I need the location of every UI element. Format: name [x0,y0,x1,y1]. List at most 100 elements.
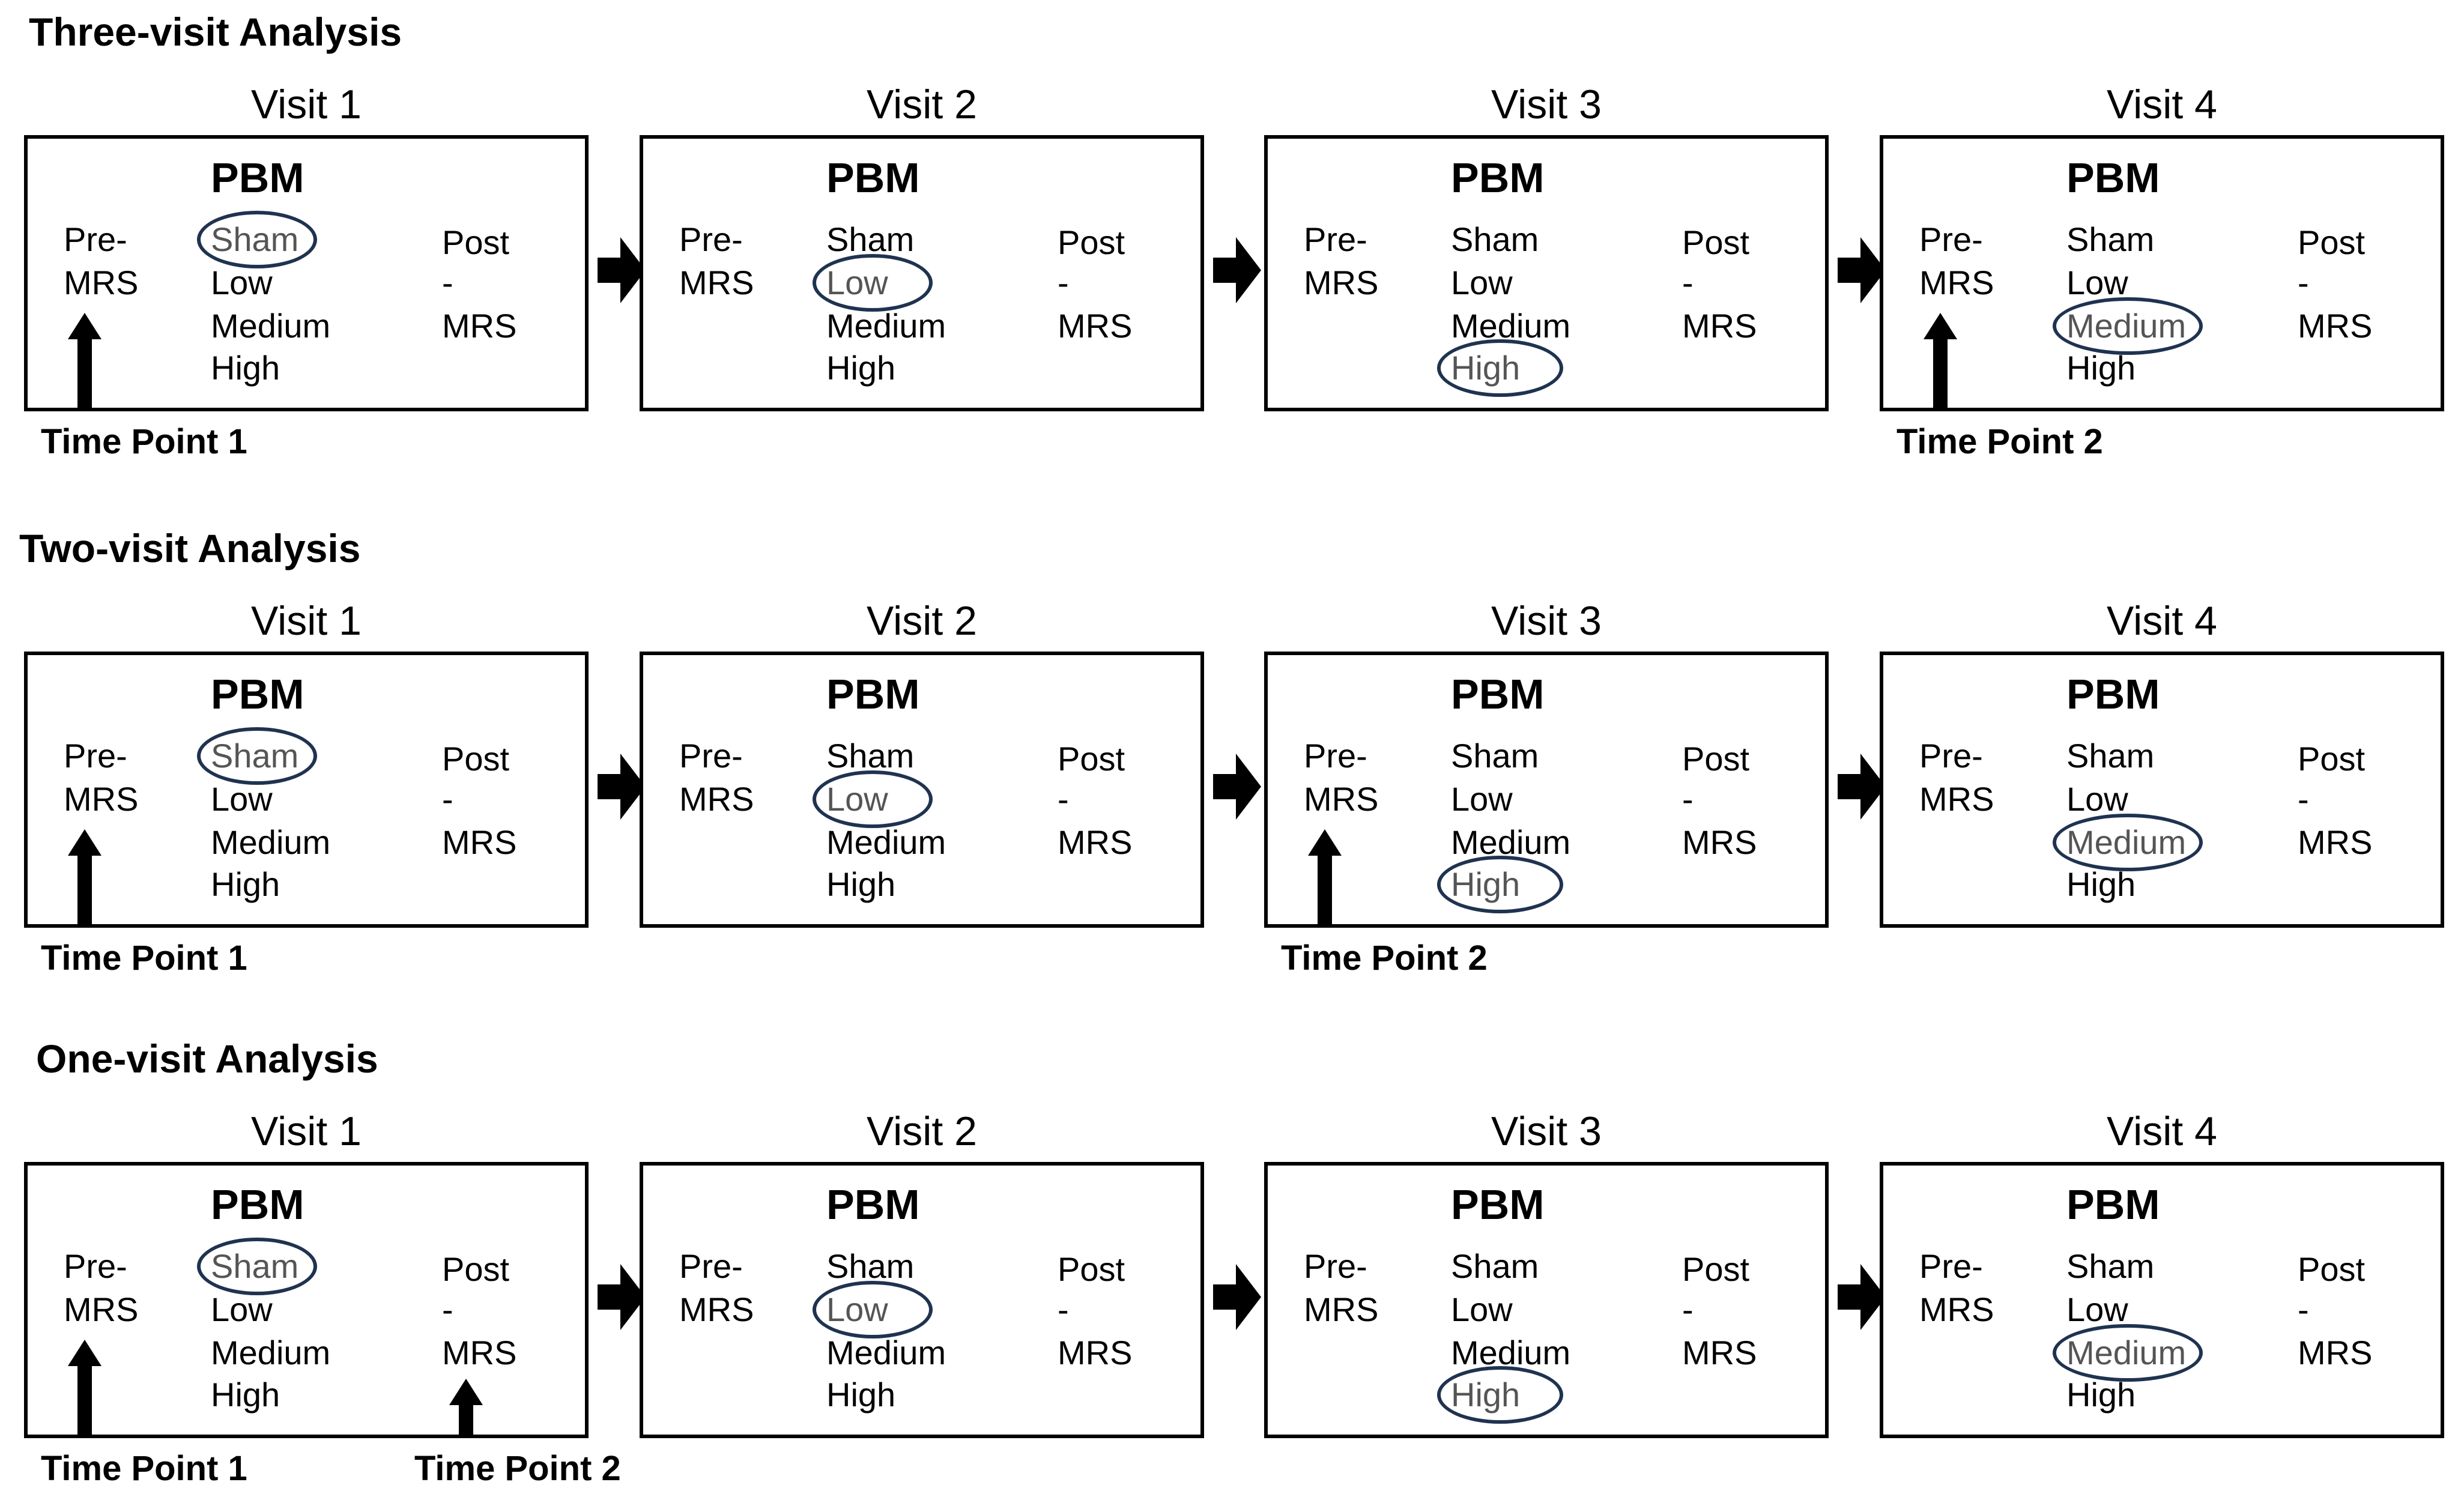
visit-label: Visit 3 [1491,598,1602,644]
selected-dose-ring [813,254,933,312]
post-mrs-label: MRS [442,1334,517,1372]
visit-label: Visit 4 [2107,598,2217,644]
flow-arrow [1213,237,1261,303]
flow-arrow [1213,754,1261,820]
dose-high: High [826,349,896,387]
time-point-arrow-shaft [77,853,92,925]
post-mrs-label: MRS [1682,307,1757,345]
dose-medium: Medium [211,1334,331,1372]
dose-high: High [2066,349,2136,387]
post-mrs-label: Post [1682,223,1750,261]
time-point-arrow-head [1308,829,1342,856]
post-mrs-label: - [1682,1290,1694,1328]
dose-low: Low [211,780,273,818]
pre-mrs-label: Pre- [1919,1247,1983,1285]
pre-mrs-label: MRS [1919,780,1994,818]
post-mrs-label: Post [442,223,510,261]
pbm-header: PBM [211,154,304,201]
time-point-arrow-shaft [77,337,92,409]
dose-sham: Sham [826,220,915,258]
dose-sham: Sham [2066,1247,2155,1285]
dose-low: Low [211,1290,273,1328]
visit-label: Visit 3 [1491,82,1602,127]
post-mrs-label: Post [2298,740,2366,778]
post-mrs-label: - [1058,1290,1069,1328]
post-mrs-label: Post [442,740,510,778]
post-mrs-label: MRS [1058,1334,1133,1372]
pre-mrs-label: Pre- [1919,737,1983,775]
selected-dose-ring [197,211,317,268]
pre-mrs-label: MRS [64,264,139,301]
pre-mrs-label: Pre- [679,737,743,775]
dose-sham: Sham [1451,1247,1539,1285]
time-point-label: Time Point 1 [41,939,247,978]
post-mrs-label: - [1682,780,1694,818]
time-point-label: Time Point 1 [41,422,247,461]
post-mrs-label: - [442,264,453,301]
visit-label: Visit 3 [1491,1108,1602,1154]
selected-dose-ring [813,770,933,828]
post-mrs-label: Post [1682,1250,1750,1288]
pre-mrs-label: Pre- [64,220,127,258]
post-time-point-label: Time Point 2 [414,1449,621,1488]
section-title: Three-visit Analysis [29,10,402,54]
post-mrs-label: Post [1058,223,1125,261]
flow-arrow [598,754,646,820]
pre-mrs-label: MRS [1919,1290,1994,1328]
flow-arrow [1838,1264,1886,1330]
pre-mrs-label: MRS [64,1290,139,1328]
dose-high: High [211,349,280,387]
pbm-header: PBM [211,1181,304,1228]
post-mrs-label: Post [2298,1250,2366,1288]
pbm-header: PBM [826,671,920,718]
dose-sham: Sham [826,1247,915,1285]
post-time-point-arrow [449,1379,483,1436]
dose-medium: Medium [211,823,331,861]
post-mrs-label: MRS [1682,823,1757,861]
pre-mrs-label: Pre- [1304,1247,1367,1285]
pbm-header: PBM [1451,154,1545,201]
post-mrs-label: - [2298,780,2309,818]
dose-low: Low [211,264,273,301]
pbm-header: PBM [2066,154,2160,201]
dose-high: High [2066,1376,2136,1414]
post-mrs-label: Post [1058,740,1125,778]
time-point-arrow-head [68,1340,101,1366]
post-mrs-label: - [2298,1290,2309,1328]
time-point-arrow-shaft [1933,337,1948,409]
selected-dose-ring [813,1281,933,1338]
post-mrs-label: MRS [442,823,517,861]
time-point-arrow [68,829,101,925]
pbm-header: PBM [2066,671,2160,718]
visit-label: Visit 1 [251,598,362,644]
visit-label: Visit 2 [867,598,977,644]
visit-label: Visit 2 [867,82,977,127]
pre-mrs-label: MRS [1919,264,1994,301]
dose-medium: Medium [1451,307,1571,345]
pbm-header: PBM [1451,1181,1545,1228]
pre-mrs-label: MRS [1304,780,1379,818]
dose-high: High [211,865,280,903]
post-mrs-label: MRS [2298,1334,2373,1372]
post-mrs-label: MRS [2298,823,2373,861]
pre-mrs-label: Pre- [1304,737,1367,775]
time-point-arrow-head [68,829,101,856]
pre-mrs-label: Pre- [1304,220,1367,258]
time-point-arrow-head [68,313,101,339]
visit-label: Visit 2 [867,1108,977,1154]
dose-medium: Medium [826,307,946,345]
post-mrs-label: - [1058,264,1069,301]
pre-mrs-label: Pre- [64,1247,127,1285]
selected-dose-ring [1437,1366,1563,1424]
dose-sham: Sham [2066,220,2155,258]
time-point-label: Time Point 2 [1281,939,1488,978]
post-mrs-label: Post [2298,223,2366,261]
